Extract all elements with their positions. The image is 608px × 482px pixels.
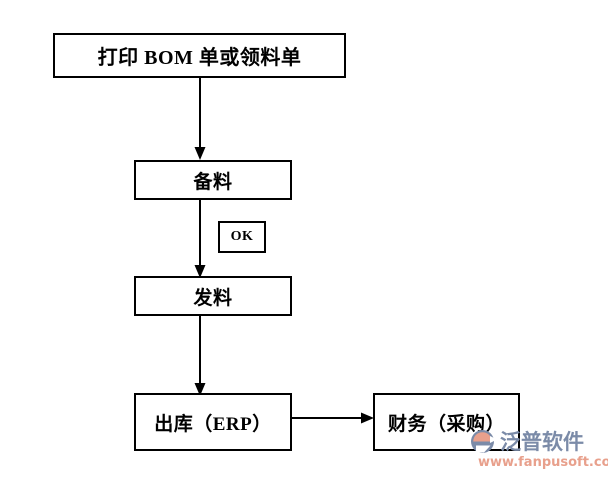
flow-node-issue-material-label: 发料 [193, 287, 233, 309]
flow-node-prepare-material-label: 备料 [193, 171, 233, 193]
flow-node-outbound-erp[interactable]: 出库（ERP） [134, 393, 292, 451]
flow-node-outbound-erp-label: 出库（ERP） [154, 413, 272, 435]
flow-edge-label-ok[interactable]: OK [218, 221, 266, 253]
flow-edge-outbound-to-finance [290, 410, 376, 426]
flow-edge-label-ok-text: OK [230, 229, 254, 244]
flow-node-finance-purchase[interactable]: 财务（采购） [373, 393, 520, 451]
flow-edge-issue-to-outbound [192, 314, 208, 398]
flow-node-finance-purchase-label: 财务（采购） [387, 413, 505, 435]
flow-node-issue-material[interactable]: 发料 [134, 276, 292, 316]
flow-edge-print-to-prepare [192, 76, 208, 162]
watermark-url-text: www.fanpusoft.com [478, 455, 608, 470]
flow-node-print-bom-label: 打印 BOM 单或领料单 [97, 47, 302, 69]
flow-node-prepare-material[interactable]: 备料 [134, 160, 292, 200]
flow-node-print-bom[interactable]: 打印 BOM 单或领料单 [53, 33, 346, 78]
flow-edge-prepare-to-issue [192, 198, 208, 280]
